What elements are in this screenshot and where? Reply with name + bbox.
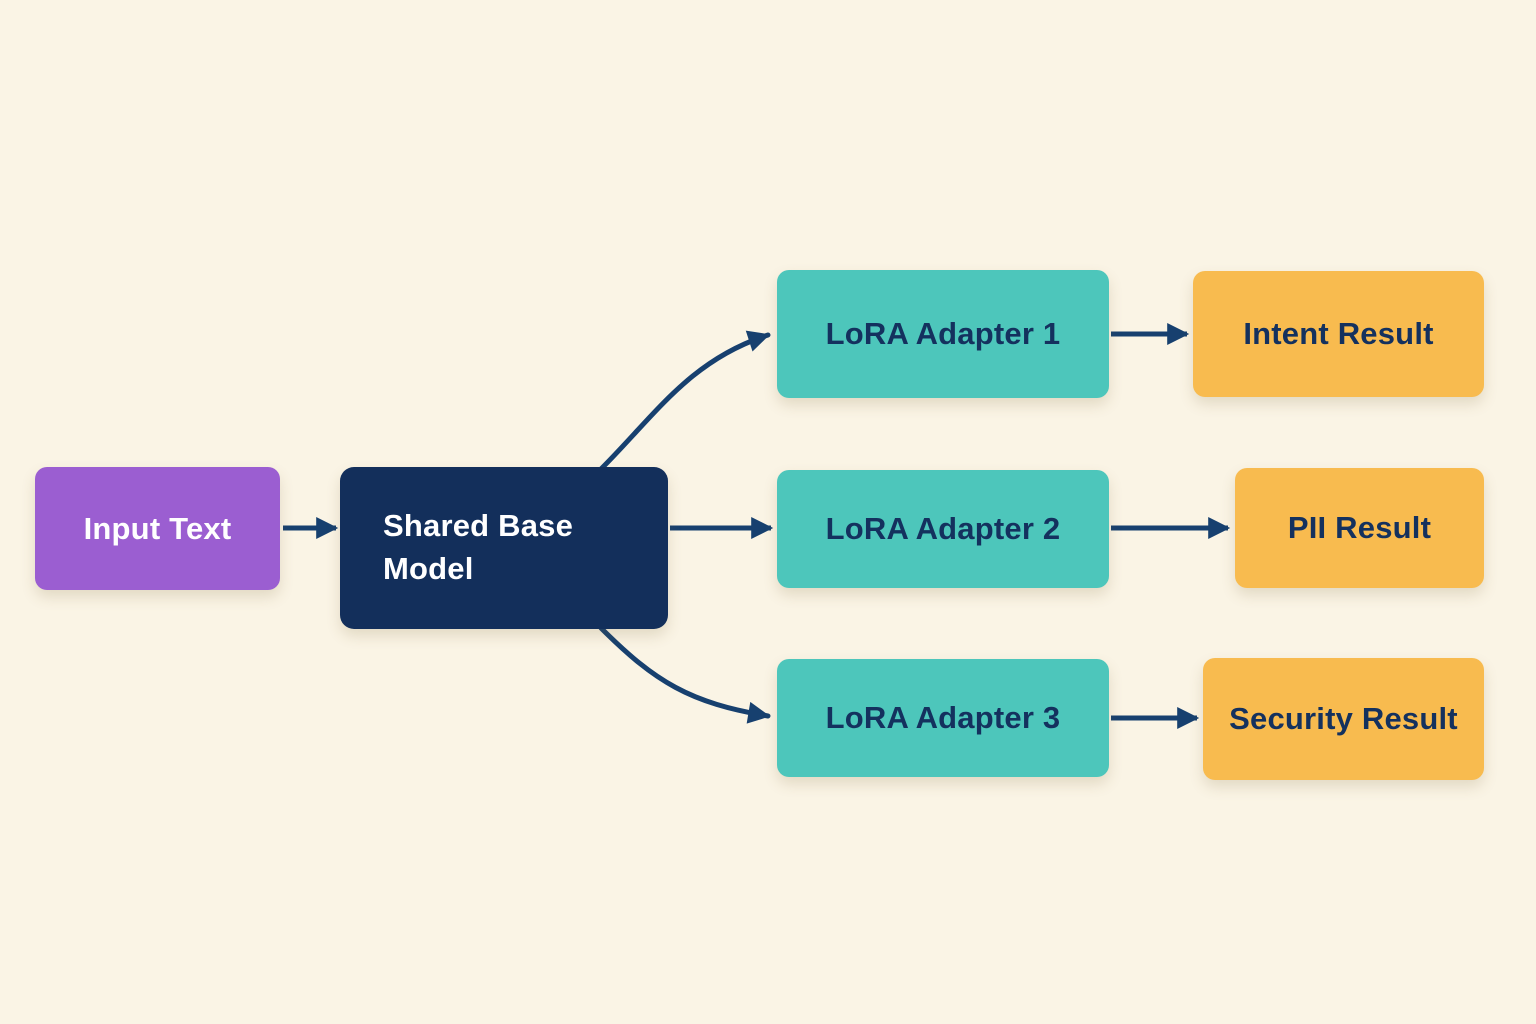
node-security-result-label: Security Result [1229,701,1458,736]
node-lora-adapter-2: LoRA Adapter 2 [777,470,1109,588]
node-lora-adapter-1-label: LoRA Adapter 1 [825,316,1061,351]
node-input-text-label: Input Text [83,510,232,546]
node-security-result: Security Result [1203,658,1484,780]
node-lora-adapter-1: LoRA Adapter 1 [777,270,1109,398]
node-lora-adapter-3: LoRA Adapter 3 [777,659,1109,777]
node-pii-result: PII Result [1235,468,1484,588]
node-pii-result-label: PII Result [1287,510,1432,545]
node-shared-base-model-label: Shared Base Model [383,508,574,586]
node-shared-base-model: Shared Base Model [340,467,668,629]
node-input-text: Input Text [35,467,280,590]
node-lora-adapter-3-label: LoRA Adapter 3 [825,700,1061,735]
node-intent-result: Intent Result [1193,271,1484,397]
arrow-base-to-adapter-1 [598,330,771,472]
arrow-base-to-adapter-3 [598,625,771,724]
node-lora-adapter-2-label: LoRA Adapter 2 [825,511,1061,546]
node-intent-result-label: Intent Result [1243,316,1434,351]
